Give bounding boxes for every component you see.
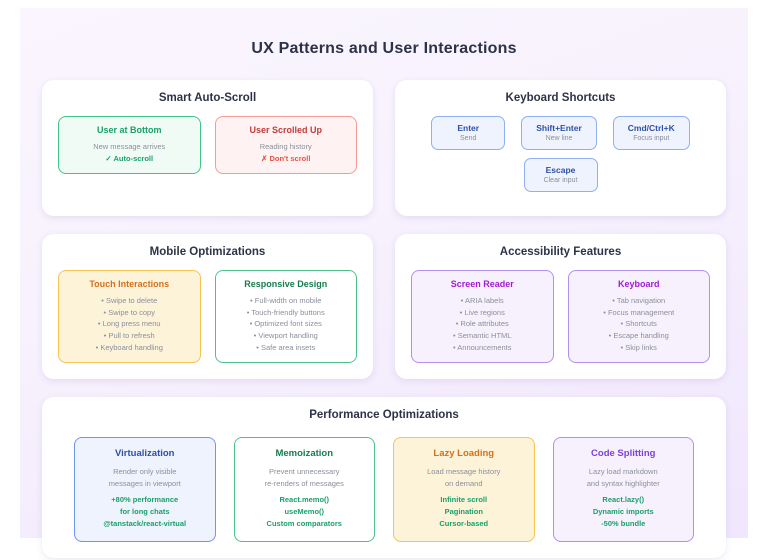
shortcut-key-desc: Clear input	[543, 177, 578, 184]
auto-scroll-boxes: User at Bottom New message arrives ✓ Aut…	[58, 116, 357, 175]
box-accent: for long chats	[119, 507, 170, 516]
box-line: • Long press menu	[97, 319, 161, 329]
card-performance-optimizations: Performance Optimizations Virtualization…	[42, 397, 726, 559]
box-accent: Custom comparators	[266, 518, 342, 528]
box-title: Touch Interactions	[89, 279, 170, 289]
shortcut-key-shift-enter[interactable]: Shift+Enter New line	[521, 116, 597, 150]
box-line: New message arrives	[93, 142, 166, 151]
card-mobile-optimizations: Mobile Optimizations Touch Interactions …	[42, 234, 373, 380]
page-title: UX Patterns and User Interactions	[251, 40, 517, 57]
card-keyboard-shortcuts: Keyboard Shortcuts Enter Send Shift+Ente…	[395, 80, 726, 216]
box-line: • Full-width on mobile	[250, 296, 322, 305]
box-virtualization[interactable]: Virtualization Render only visible messa…	[74, 437, 216, 543]
row-one: Smart Auto-Scroll User at Bottom New mes…	[42, 80, 726, 216]
box-line: • Announcements	[453, 342, 512, 352]
box-accent: React.memo()	[279, 495, 330, 505]
mobile-boxes: Touch Interactions • Swipe to delete • S…	[58, 270, 357, 364]
shortcut-key-enter[interactable]: Enter Send	[431, 116, 506, 150]
box-line: messages in viewport	[108, 478, 181, 488]
shortcut-key-cmd-ctrl-k[interactable]: Cmd/Ctrl+K Focus input	[612, 116, 690, 150]
box-title: Code Splitting	[591, 448, 656, 460]
accessibility-boxes: Screen Reader • ARIA labels • Live regio…	[411, 270, 710, 364]
card-title: Smart Auto-Scroll	[158, 92, 257, 104]
box-line: and syntax highlighter	[586, 478, 660, 488]
box-line: Reading history	[259, 142, 312, 151]
box-accent: +80% performance	[111, 495, 179, 505]
box-line: Lazy load markdown	[588, 467, 658, 477]
shortcut-key-label: Enter	[457, 123, 480, 133]
box-accent: useMemo()	[284, 507, 325, 516]
box-line: • Swipe to copy	[103, 307, 155, 317]
box-accent: ✗ Don't scroll	[261, 153, 311, 163]
box-keyboard[interactable]: Keyboard • Tab navigation • Focus manage…	[567, 270, 710, 364]
box-line: • Swipe to delete	[101, 296, 158, 305]
box-title: Screen Reader	[450, 279, 514, 289]
box-accent: -50% bundle	[601, 518, 646, 528]
box-line: • Optimized font sizes	[249, 319, 322, 329]
box-accent: Infinite scroll	[440, 495, 488, 505]
box-line: • Viewport handling	[253, 330, 318, 340]
box-accent: Dynamic imports	[592, 507, 654, 516]
box-line: Load message history	[427, 467, 501, 477]
box-line: • Escape handling	[608, 330, 669, 340]
box-title: User at Bottom	[96, 125, 162, 135]
box-code-splitting[interactable]: Code Splitting Lazy load markdown and sy…	[552, 437, 694, 543]
box-title: Lazy Loading	[433, 448, 495, 460]
box-line: Render only visible	[113, 467, 177, 477]
box-line: • Focus management	[603, 307, 675, 317]
box-title: Memoization	[275, 448, 334, 460]
shortcut-row-primary: Enter Send Shift+Enter New line Cmd/Ctrl…	[411, 116, 710, 150]
box-line: • ARIA labels	[460, 296, 504, 305]
box-line: • Keyboard handling	[95, 342, 163, 352]
box-title: Virtualization	[115, 448, 175, 460]
card-smart-auto-scroll: Smart Auto-Scroll User at Bottom New mes…	[42, 80, 373, 216]
box-line: • Semantic HTML	[453, 330, 512, 340]
box-line: • Live regions	[459, 307, 505, 317]
box-line: • Safe area insets	[256, 342, 316, 352]
shortcut-key-escape[interactable]: Escape Clear input	[523, 158, 598, 192]
box-line: • Touch-friendly buttons	[246, 307, 325, 317]
shortcut-key-desc: Send	[460, 135, 477, 142]
performance-boxes: Virtualization Render only visible messa…	[58, 437, 710, 543]
page-background: UX Patterns and User Interactions Smart …	[20, 8, 748, 559]
shortcut-key-label: Shift+Enter	[536, 123, 582, 133]
box-line: • Role attributes	[455, 319, 509, 329]
shortcut-key-desc: Focus input	[633, 135, 670, 142]
card-title: Accessibility Features	[499, 246, 622, 258]
box-title: User Scrolled Up	[249, 125, 323, 135]
card-accessibility-features: Accessibility Features Screen Reader • A…	[395, 234, 726, 380]
box-title: Keyboard	[617, 279, 660, 289]
shortcut-row-secondary: Escape Clear input	[411, 158, 710, 192]
box-accent: React.lazy()	[602, 495, 645, 505]
box-responsive-design[interactable]: Responsive Design • Full-width on mobile…	[214, 270, 357, 364]
shortcut-key-desc: New line	[545, 135, 573, 142]
card-title: Mobile Optimizations	[149, 246, 266, 258]
box-accent: Pagination	[444, 507, 483, 516]
box-touch-interactions[interactable]: Touch Interactions • Swipe to delete • S…	[58, 270, 201, 364]
card-title: Keyboard Shortcuts	[505, 92, 616, 104]
box-accent: ✓ Auto-scroll	[105, 153, 154, 163]
box-line: re-renders of messages	[264, 478, 344, 488]
box-line: Prevent unnecessary	[269, 467, 340, 477]
shortcut-key-label: Cmd/Ctrl+K	[627, 123, 675, 133]
row-two: Mobile Optimizations Touch Interactions …	[42, 234, 726, 380]
box-line: on demand	[444, 478, 483, 488]
box-title: Responsive Design	[244, 279, 328, 289]
box-memoization[interactable]: Memoization Prevent unnecessary re-rende…	[233, 437, 375, 543]
box-accent: Cursor-based	[439, 518, 489, 528]
box-line: • Skip links	[620, 342, 657, 352]
box-lazy-loading[interactable]: Lazy Loading Load message history on dem…	[393, 437, 535, 543]
shortcut-key-label: Escape	[545, 165, 576, 175]
box-line: • Tab navigation	[612, 296, 666, 305]
card-title: Performance Optimizations	[309, 409, 459, 422]
box-line: • Shortcuts	[620, 319, 657, 329]
box-screen-reader[interactable]: Screen Reader • ARIA labels • Live regio…	[411, 270, 554, 364]
box-user-scrolled-up[interactable]: User Scrolled Up Reading history ✗ Don't…	[214, 116, 357, 175]
box-user-at-bottom[interactable]: User at Bottom New message arrives ✓ Aut…	[58, 116, 201, 175]
box-line: • Pull to refresh	[103, 330, 155, 340]
box-accent: @tanstack/react-virtual	[103, 518, 187, 528]
